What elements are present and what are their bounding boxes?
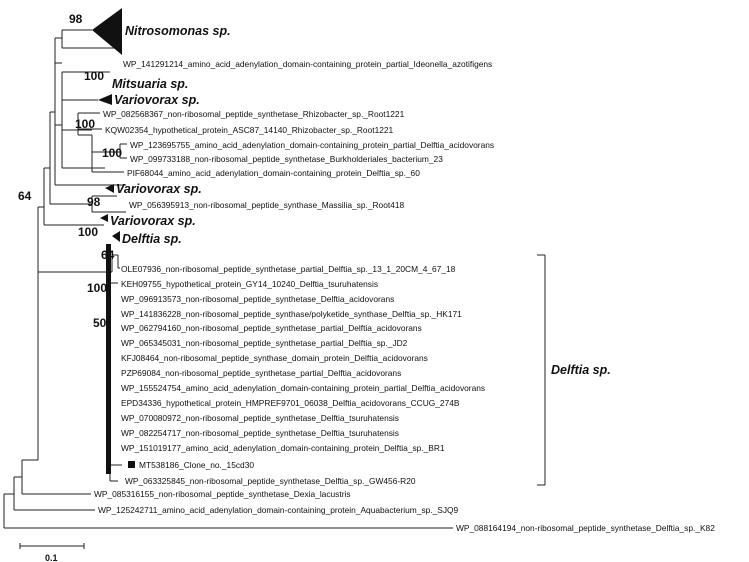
clade-label: Variovorax sp. [114,93,200,107]
leaf-label: WP_099733188_non-ribosomal_peptide_synth… [130,154,443,164]
variovorax-triangle-2 [105,184,114,193]
bootstrap-value: 64 [101,248,115,262]
leaf-label: KFJ08464_non-ribosomal_peptide_synthase_… [121,353,428,363]
leaf-label: WP_065345031_non-ribosomal_peptide_synth… [121,338,408,348]
leaf-label: WP_082568367_non-ribosomal_peptide_synth… [103,109,405,119]
leaf-label: WP_123695755_amino_acid_adenylation_doma… [130,140,494,150]
clade-label: Variovorax sp. [116,182,202,196]
bootstrap-values: 98 100 100 100 98 100 64 64 100 50 [18,12,122,330]
bootstrap-value: 100 [87,281,107,295]
leaf-label: WP_088164194_non-ribosomal_peptide_synth… [456,523,715,533]
clade-label: Delftia sp. [122,232,182,246]
leaf-labels: WP_141291214_amino_acid_adenylation_doma… [94,59,715,533]
leaf-label: KEH09755_hypothetical_protein_GY14_10240… [121,279,378,289]
nitrosomonas-triangle [92,8,122,55]
leaf-label: WP_070080972_non-ribosomal_peptide_synth… [121,413,399,423]
bootstrap-value: 100 [102,146,122,160]
leaf-label: PZP69084_non-ribosomal_peptide_synthetas… [121,368,401,378]
clade-label: Variovorax sp. [110,214,196,228]
leaf-label: OLE07936_non-ribosomal_peptide_synthetas… [121,264,456,274]
bootstrap-value: 100 [84,69,104,83]
leaf-label: WP_056395913_non-ribosomal_peptide_synth… [129,200,405,210]
clone-marker [128,461,135,468]
leaf-label: MT538186_Clone_no._15cd30 [139,460,254,470]
leaf-label: KQW02354_hypothetical_protein_ASC87_1414… [105,125,394,135]
scale-bar [19,543,85,549]
delftia-triangle [112,231,120,242]
delftia-bracket [537,254,546,486]
leaf-label: WP_096913573_non-ribosomal_peptide_synth… [121,294,394,304]
leaf-label: WP_062794160_non-ribosomal_peptide_synth… [121,323,422,333]
clade-label: Mitsuaria sp. [112,77,188,91]
scale-label: 0.1 [45,553,58,562]
leaf-label: PIF68044_amino_acid_adenylation_domain-c… [127,168,420,178]
bootstrap-value: 98 [87,195,101,209]
bootstrap-value: 100 [75,117,95,131]
leaf-label: WP_125242711_amino_acid_adenylation_doma… [98,505,459,515]
leaf-label: EPD34336_hypothetical_protein_HMPREF9701… [121,398,460,408]
leaf-label: WP_085316155_non-ribosomal_peptide_synth… [94,489,351,499]
bootstrap-value: 100 [78,225,98,239]
leaf-label: WP_082254717_non-ribosomal_peptide_synth… [121,428,399,438]
clade-label: Nitrosomonas sp. [125,24,231,38]
bootstrap-value: 50 [93,316,107,330]
leaf-label: WP_141291214_amino_acid_adenylation_doma… [123,59,492,69]
variovorax-triangle-1 [98,94,112,105]
bootstrap-value: 98 [69,12,83,26]
tree-branches [3,29,453,529]
variovorax-triangle-3 [100,214,108,222]
leaf-label: WP_063325845_non-ribosomal_peptide_synth… [125,476,416,486]
leaf-label: WP_151019177_amino_acid_adenylation_doma… [121,443,445,453]
collapsed-clades [92,8,135,468]
leaf-label: WP_141836228_non-ribosomal_peptide_synth… [121,309,462,319]
bootstrap-value: 64 [18,189,32,203]
group-label: Delftia sp. [551,363,611,377]
delftia-clade-stem [106,244,111,474]
leaf-label: WP_155524754_amino_acid_adenylation_doma… [121,383,485,393]
